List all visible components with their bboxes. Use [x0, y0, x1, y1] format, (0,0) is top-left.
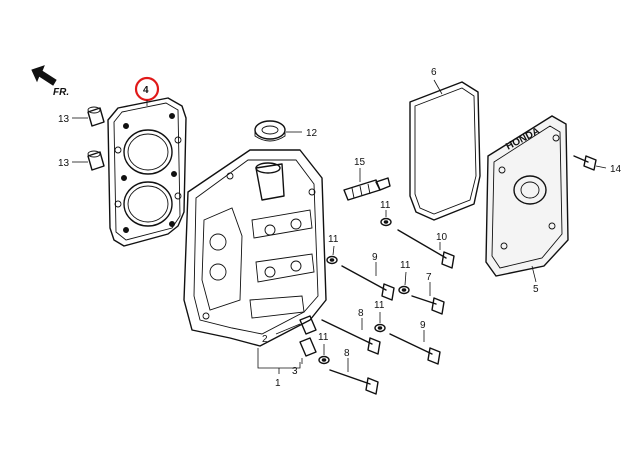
callout-11-e: 11 — [318, 332, 329, 343]
callout-2: 2 — [262, 334, 268, 345]
washer-5 — [318, 355, 330, 365]
dowel-pin-2 — [299, 315, 317, 335]
svg-text:4: 4 — [143, 85, 149, 96]
front-direction-label: FR. — [53, 87, 69, 98]
dowel-pin-lower — [87, 150, 105, 171]
callout-3: 3 — [292, 366, 298, 377]
callout-11-a: 11 — [380, 200, 391, 211]
callout-13-lower: 13 — [58, 158, 70, 169]
cylinder-head — [183, 149, 327, 347]
callout-8-lower: 8 — [344, 348, 350, 359]
cylinder-head-cover: HONDA — [485, 115, 569, 277]
callout-9-lower: 9 — [420, 320, 426, 331]
bolt-8-lower — [329, 369, 379, 395]
callout-7: 7 — [426, 272, 432, 283]
bolt-7 — [411, 295, 445, 315]
callout-11-b: 11 — [328, 234, 339, 245]
callout-14: 14 — [610, 164, 622, 175]
head-cover-gasket — [409, 81, 481, 221]
callout-5: 5 — [533, 284, 539, 295]
washer-1 — [380, 217, 392, 227]
callout-10: 10 — [436, 232, 448, 243]
bolt-9-lower — [389, 333, 441, 365]
callout-4: 4 — [134, 76, 160, 106]
callout-11-c: 11 — [400, 260, 411, 271]
callout-13-upper: 13 — [58, 114, 70, 125]
callout-1: 1 — [275, 378, 281, 389]
washer-3 — [398, 285, 410, 295]
bolt-10 — [397, 229, 455, 269]
cover-bolt — [573, 155, 597, 171]
callout-15: 15 — [354, 157, 366, 168]
dowel-pin-3 — [299, 337, 317, 357]
front-direction-arrow-icon: FR. — [31, 65, 69, 98]
callout-8-upper: 8 — [358, 308, 364, 319]
spark-plug — [343, 177, 391, 201]
dowel-pin-upper — [87, 106, 105, 127]
cylinder-head-gasket — [107, 97, 187, 247]
washer-4 — [374, 323, 386, 333]
oil-seal — [254, 120, 286, 142]
callout-6: 6 — [431, 67, 437, 78]
bolt-9-upper — [341, 265, 395, 301]
callout-12: 12 — [306, 128, 318, 139]
callout-9-upper: 9 — [372, 252, 378, 263]
callout-11-d: 11 — [374, 300, 385, 311]
bolt-8-upper — [321, 319, 381, 355]
washer-2 — [326, 255, 338, 265]
